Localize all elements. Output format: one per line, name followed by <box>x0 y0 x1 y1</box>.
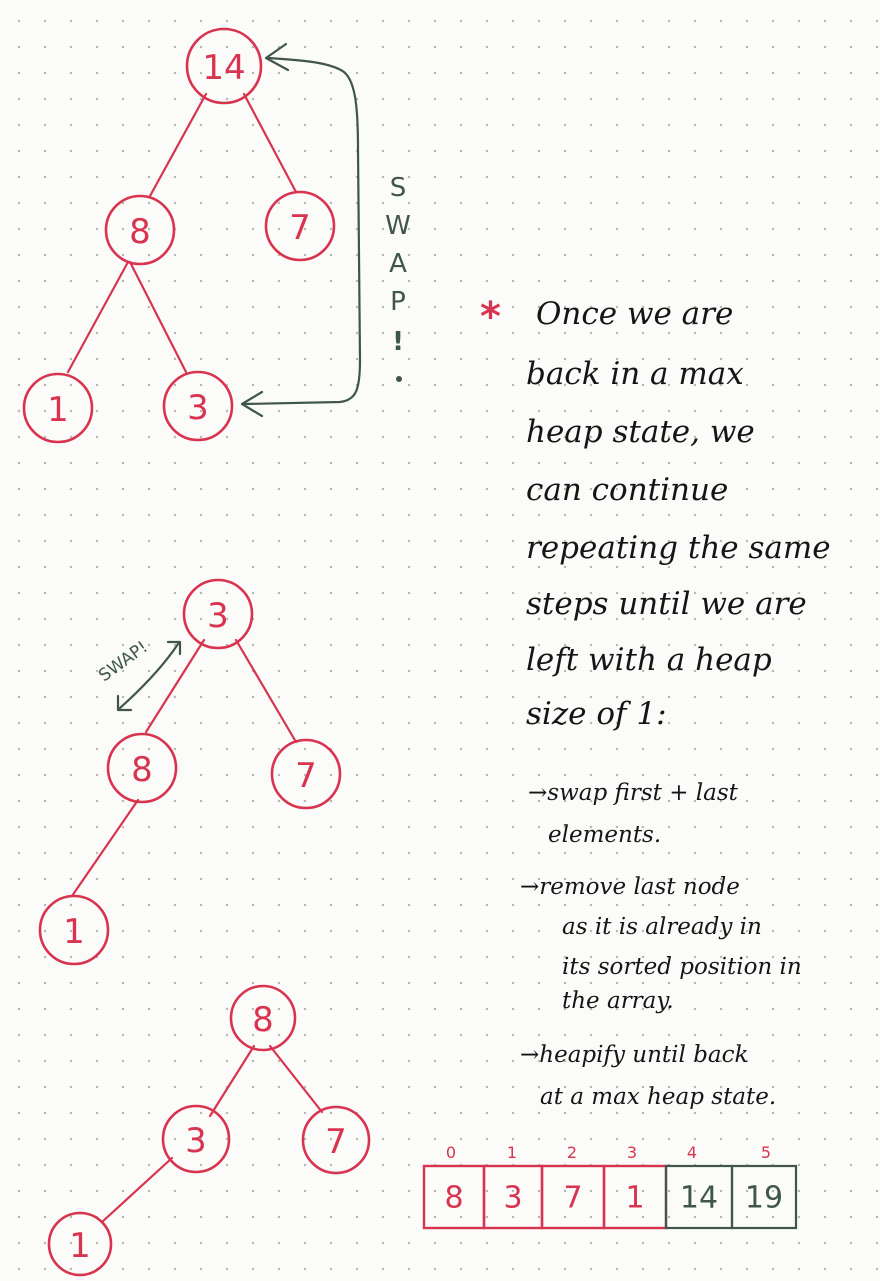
tree1-edge-8-3 <box>128 260 188 374</box>
tree1-node-root: 14 <box>185 27 263 105</box>
step-line: at a max heap state. <box>540 1084 776 1110</box>
array-indices: 0 1 2 3 4 5 <box>446 1143 771 1162</box>
node-value: 7 <box>295 756 317 796</box>
heap-tree-3: 8 3 7 1 <box>47 984 371 1277</box>
note-line: size of 1: <box>526 696 667 732</box>
tree1-node-left-left: 1 <box>22 372 94 444</box>
array-cell-5 <box>730 1164 798 1230</box>
node-value: 3 <box>207 596 229 636</box>
tree2-node-right: 7 <box>270 738 342 810</box>
step-line: elements. <box>548 822 661 848</box>
tree3-edge-8-3 <box>208 1044 256 1118</box>
note-line: repeating the same <box>526 530 831 566</box>
node-value: 8 <box>252 1000 274 1040</box>
step-line: →swap first + last <box>528 780 739 806</box>
node-value: 1 <box>69 1226 91 1266</box>
array-cell-value: 19 <box>745 1181 783 1216</box>
tree2-node-root: 3 <box>182 578 254 650</box>
swap-bracket-line <box>242 56 362 406</box>
tree2-edge-3-8 <box>144 638 206 734</box>
node-value: 7 <box>325 1122 347 1162</box>
tree1-edge-14-7 <box>242 92 298 194</box>
note-line: back in a max <box>526 356 744 392</box>
node-value: 8 <box>129 212 151 252</box>
tree1-node-right: 7 <box>264 190 336 262</box>
step-line: the array. <box>562 988 674 1014</box>
array-index: 5 <box>761 1143 771 1162</box>
node-value: 8 <box>131 750 153 790</box>
array-index: 0 <box>446 1143 456 1162</box>
tree3-edge-8-7 <box>268 1044 324 1114</box>
tree1-node-left: 8 <box>104 194 176 266</box>
swap-small-label: SWAP! <box>95 637 152 686</box>
note-line: left with a heap <box>526 642 772 678</box>
step-line: →heapify until back <box>520 1042 748 1068</box>
node-value: 14 <box>202 48 245 88</box>
step-line: →remove last node <box>520 874 740 900</box>
array-cell-value: 8 <box>444 1181 463 1216</box>
note-line: steps until we are <box>526 586 807 622</box>
array-index: 4 <box>687 1143 697 1162</box>
asterisk-icon: * <box>480 294 501 340</box>
step-line: its sorted position in <box>562 954 802 980</box>
explanation-note: * Once we are back in a max heap state, … <box>480 294 831 732</box>
array-index: 3 <box>627 1143 637 1162</box>
tree1-node-left-right: 3 <box>162 370 234 442</box>
tree3-node-left-left: 1 <box>47 1211 113 1277</box>
node-value: 1 <box>47 390 69 430</box>
swap-letter: A <box>389 249 407 279</box>
tree3-edge-3-1 <box>100 1156 174 1224</box>
array-cell-value: 1 <box>625 1181 644 1216</box>
heap-array: 0 1 2 3 4 5 8 3 7 1 14 19 <box>422 1143 798 1230</box>
swap-arrowhead-bottom <box>240 390 264 418</box>
swap-small-head-top <box>166 640 182 656</box>
heap-tree-2: 3 8 7 1 <box>38 578 342 966</box>
tree2-edge-8-1 <box>70 798 140 898</box>
heap-tree-1: 14 8 7 1 3 <box>22 27 336 444</box>
swap-letter: W <box>385 211 411 241</box>
swap-exclaim-dot <box>396 376 402 382</box>
note-line: heap state, we <box>526 414 755 450</box>
node-value: 3 <box>185 1121 207 1161</box>
note-line: Once we are <box>536 296 733 332</box>
node-value: 1 <box>63 912 85 952</box>
tree2-node-left: 8 <box>106 732 178 804</box>
tree1-edge-8-1 <box>66 260 130 374</box>
node-value: 7 <box>289 208 311 248</box>
array-cells: 8 3 7 1 14 19 <box>422 1164 798 1230</box>
step-line: as it is already in <box>562 914 762 940</box>
array-index: 2 <box>567 1143 577 1162</box>
swap-small-curve <box>118 642 180 710</box>
array-cell-value: 7 <box>563 1181 582 1216</box>
swap-letter: S <box>390 173 407 203</box>
swap-letter: ! <box>392 327 404 357</box>
swap-bracket: S W A P ! <box>240 42 411 418</box>
array-cell-value: 3 <box>503 1181 522 1216</box>
tree3-node-right: 7 <box>301 1105 371 1175</box>
swap-small-head-bottom <box>116 694 133 712</box>
array-cell-value: 14 <box>680 1181 718 1216</box>
array-index: 1 <box>507 1143 517 1162</box>
steps-list: →swap first + last elements. →remove las… <box>520 780 802 1110</box>
tree2-edge-3-7 <box>234 638 298 744</box>
node-value: 3 <box>187 388 209 428</box>
swap-arrowhead-top <box>264 42 290 72</box>
tree3-node-root: 8 <box>229 984 297 1052</box>
note-line: can continue <box>526 472 728 508</box>
swap-letter: P <box>390 287 406 317</box>
tree3-node-left: 3 <box>161 1104 231 1174</box>
tree1-edge-14-8 <box>148 92 208 198</box>
tree2-node-left-left: 1 <box>38 894 110 966</box>
